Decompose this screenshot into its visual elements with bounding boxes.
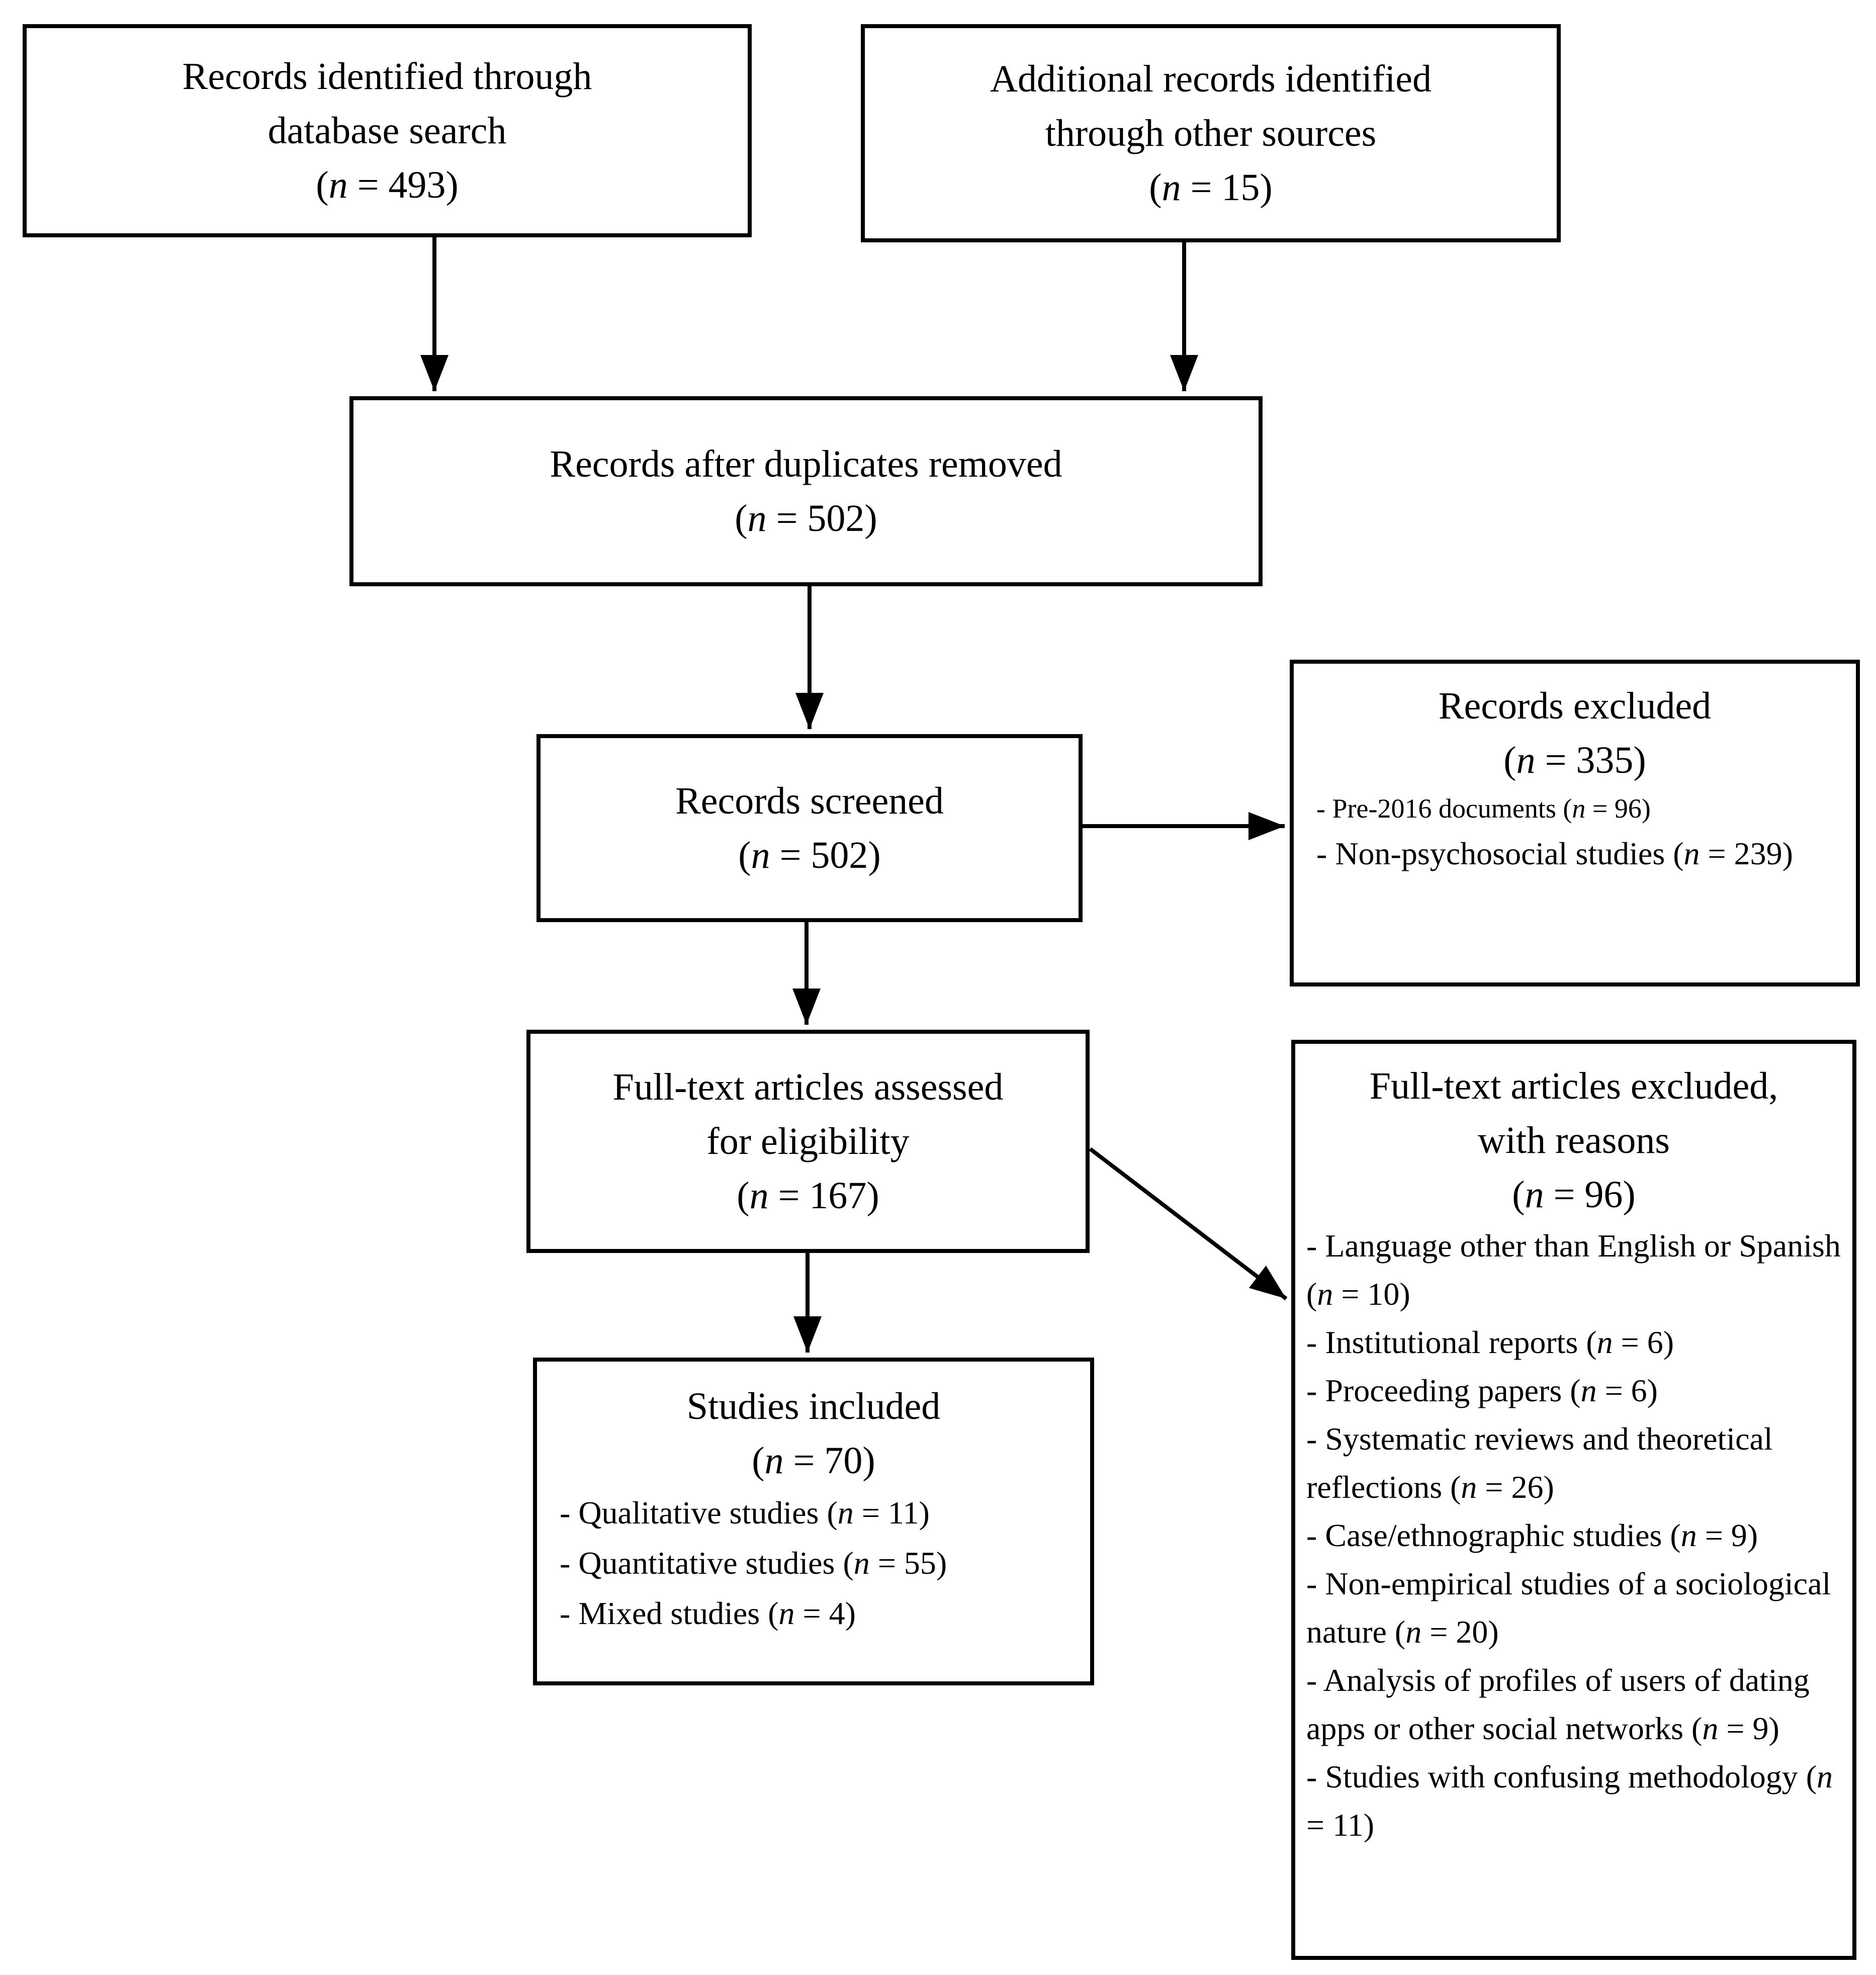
reason-item: - Institutional reports (n = 6) <box>1306 1324 1674 1360</box>
box-count: (n = 167) <box>737 1175 879 1217</box>
box-count: (n = 70) <box>752 1440 875 1482</box>
box-line: Records after duplicates removed <box>550 443 1062 485</box>
breakdown-item: - Quantitative studies (n = 55) <box>560 1545 947 1581</box>
box-records-excluded: Records excluded (n = 335) - Pre-2016 do… <box>1290 660 1860 986</box>
box-fulltext-assessed: Full-text articles assessed for eligibil… <box>526 1030 1090 1253</box>
reason-item: - Studies with confusing methodology (n … <box>1306 1759 1833 1843</box>
reason-item: - Pre-2016 documents (n = 96) <box>1316 793 1651 824</box>
box-count: (n = 502) <box>738 834 881 876</box>
box-records-screened: Records screened (n = 502) <box>537 734 1083 922</box>
box-fulltext-excluded: Full-text articles excluded, with reason… <box>1291 1040 1856 1960</box>
box-line: Additional records identified <box>990 58 1432 100</box>
box-studies-included: Studies included (n = 70) - Qualitative … <box>533 1358 1094 1685</box>
box-line: Records identified through <box>182 55 592 98</box>
reason-item: - Systematic reviews and theoretical ref… <box>1306 1421 1773 1505</box>
box-line: database search <box>267 110 507 152</box>
reason-item: - Non-psychosocial studies (n = 239) <box>1316 836 1793 871</box>
box-count: (n = 335) <box>1503 739 1646 781</box>
box-additional-records: Additional records identified through ot… <box>861 24 1561 242</box>
arrow-fulltext-to-excluded-diagonal <box>1089 1147 1288 1301</box>
box-title: with reasons <box>1477 1119 1670 1161</box>
exclusion-reasons-list: - Pre-2016 documents (n = 96) - Non-psyc… <box>1316 787 1833 878</box>
breakdown-item: - Qualitative studies (n = 11) <box>560 1495 930 1531</box>
box-records-identified: Records identified through database sear… <box>23 24 752 237</box>
box-title: Records excluded <box>1438 685 1712 727</box>
box-line: Records screened <box>675 780 944 822</box>
reason-item: - Language other than English or Spanish… <box>1306 1228 1841 1312</box>
exclusion-reasons-list: - Language other than English or Spanish… <box>1306 1222 1841 1849</box>
reason-item: - Non-empirical studies of a sociologica… <box>1306 1566 1831 1650</box>
box-line: Full-text articles assessed <box>612 1066 1004 1108</box>
box-line: for eligibility <box>706 1120 910 1162</box>
reason-item: - Analysis of profiles of users of datin… <box>1306 1662 1810 1746</box>
reason-item: - Case/ethnographic studies (n = 9) <box>1306 1517 1758 1553</box>
box-count: (n = 502) <box>735 497 877 540</box>
box-line: through other sources <box>1045 112 1377 154</box>
box-after-duplicates: Records after duplicates removed (n = 50… <box>349 396 1263 586</box>
box-count: (n = 96) <box>1512 1174 1636 1216</box>
box-count: (n = 15) <box>1149 166 1273 209</box>
study-breakdown-list: - Qualitative studies (n = 11) - Quantit… <box>560 1488 1067 1639</box>
reason-item: - Proceeding papers (n = 6) <box>1306 1373 1658 1408</box>
box-title: Studies included <box>686 1385 941 1427</box>
box-title: Full-text articles excluded, <box>1369 1065 1778 1107</box>
box-count: (n = 493) <box>316 164 459 206</box>
breakdown-item: - Mixed studies (n = 4) <box>560 1595 856 1631</box>
